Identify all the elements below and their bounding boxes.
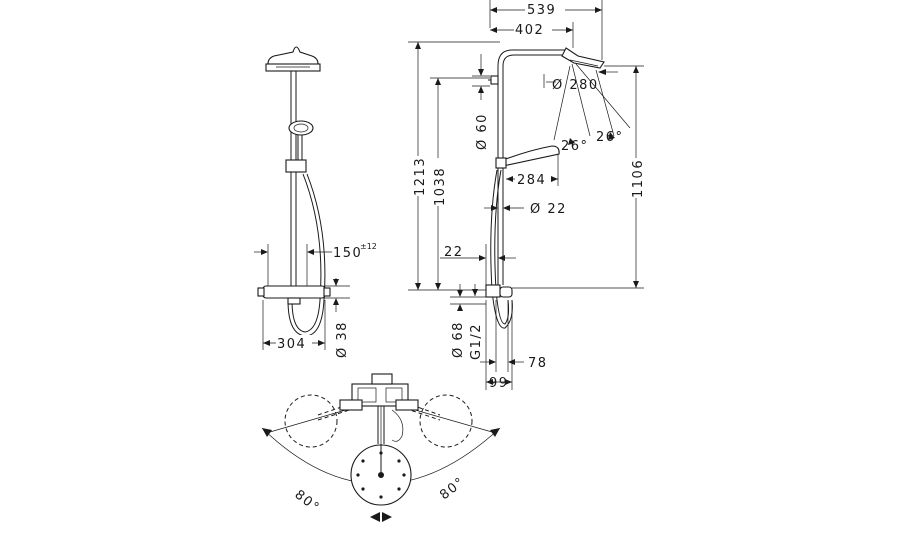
dim-tilt-right: 26° [596,130,624,145]
dim-connection-thread: G1/2 [469,323,484,360]
side-thermostat [485,284,501,298]
dim-total-height: 1213 [413,157,428,196]
front-thermostat [262,285,326,299]
dim-outlet-diameter: Ø 38 [335,321,350,358]
dim-connection-tolerance: ±12 [360,242,377,251]
dim-tilt-left: 26° [561,139,589,154]
front-head-plate [265,63,321,72]
front-head-shower [267,46,319,65]
dim-height-to-head: 1106 [631,159,646,198]
dim-depth-78: 78 [528,356,548,371]
left-swivel-position [284,394,338,448]
front-view: 150 ±12 Ø 38 304 [254,46,377,358]
dim-hand-shower-reach: 284 [517,173,546,188]
side-hose [490,169,513,329]
dim-height-to-arm: 1038 [433,167,448,206]
dim-rail-offset: 22 [444,245,464,260]
side-arm-top [497,49,568,67]
dim-swivel-left: 80° [292,487,323,516]
dim-escutcheon-diameter: Ø 68 [451,321,466,358]
side-view: 539 402 Ø 280 26° 26° 1213 [408,0,646,391]
side-head-shower [561,47,605,69]
dim-head-diameter: Ø 280 [552,78,599,93]
right-swivel-position [419,394,473,448]
front-slider [285,159,307,173]
dim-rail-diameter: Ø 22 [530,202,567,217]
dim-overall-width: 539 [527,3,556,18]
dim-ceiling-mount-diameter: Ø 60 [475,113,490,150]
dim-swivel-right: 80° [437,474,468,503]
front-hose [291,173,322,333]
dim-connection-distance: 150 [333,246,362,261]
dim-arm-length: 402 [515,23,544,38]
side-hand-shower [502,145,560,167]
top-view: 80° 80° [261,373,501,522]
dim-depth-99: 99 [489,376,509,391]
front-hand-shower [288,120,314,136]
dim-thermostat-width: 304 [277,337,306,352]
